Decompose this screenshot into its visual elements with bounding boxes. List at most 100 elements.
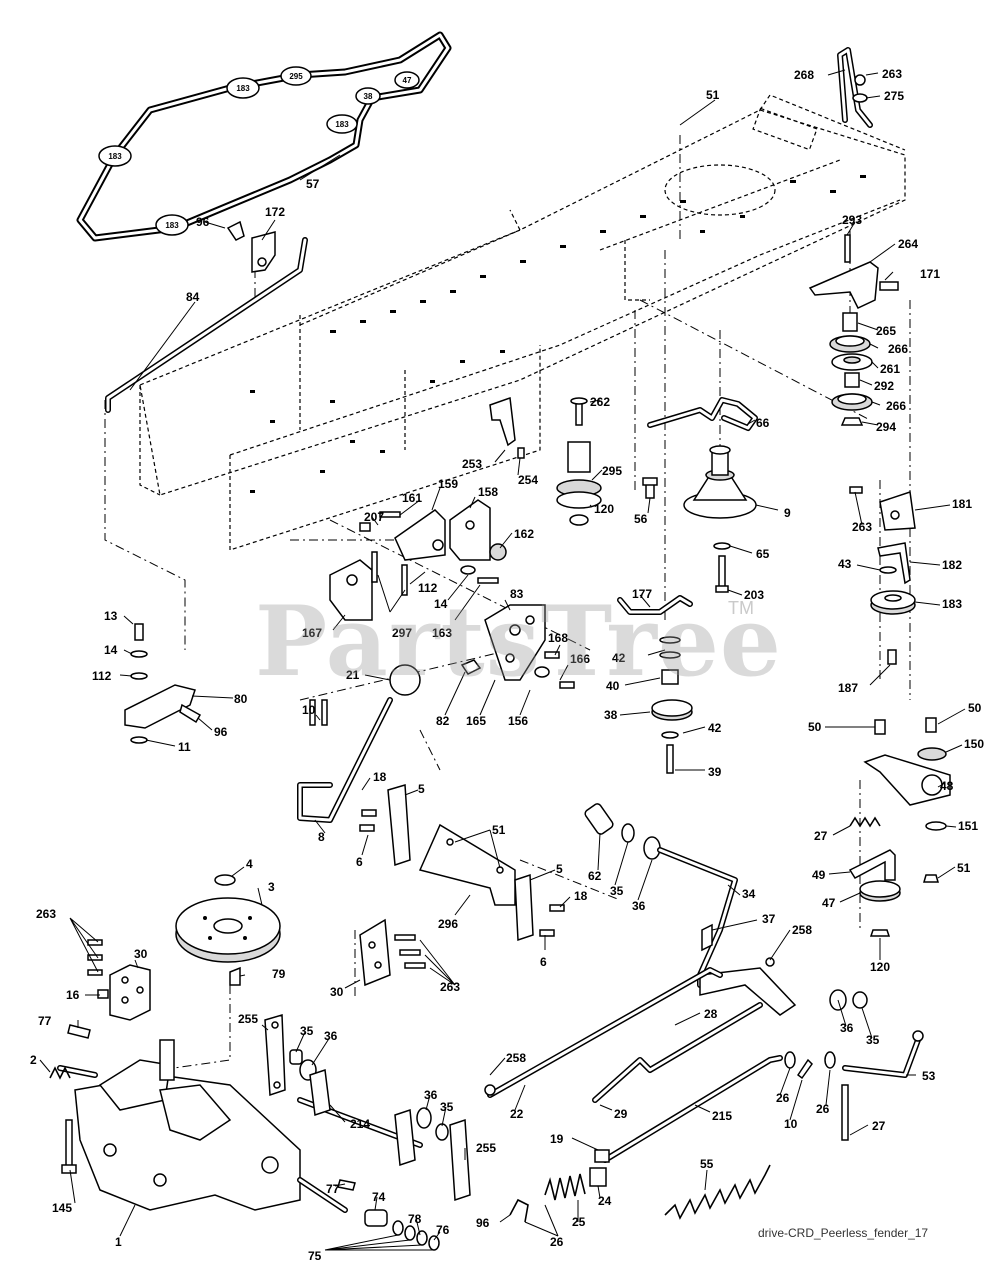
callout-11: 11 bbox=[178, 740, 191, 754]
callout-258: 258 bbox=[506, 1051, 526, 1065]
nut-51 bbox=[923, 874, 939, 883]
svg-text:295: 295 bbox=[289, 72, 303, 81]
callout-78: 78 bbox=[408, 1212, 422, 1226]
tractor-frame bbox=[139, 94, 906, 551]
spring-2 bbox=[49, 1066, 71, 1080]
callout-263: 263 bbox=[36, 907, 56, 921]
frame-holes bbox=[250, 175, 866, 493]
clip-82 bbox=[460, 659, 482, 675]
callout-39: 39 bbox=[708, 765, 722, 779]
callout-255: 255 bbox=[476, 1141, 496, 1155]
belt-pulley-marker: 183 bbox=[226, 77, 260, 99]
callout-24: 24 bbox=[598, 1194, 612, 1208]
callout-120: 120 bbox=[594, 502, 614, 516]
callout-35: 35 bbox=[610, 884, 624, 898]
callout-3: 3 bbox=[268, 880, 275, 894]
bracket-30-left bbox=[87, 939, 151, 1021]
callout-297: 297 bbox=[392, 626, 412, 640]
callout-30: 30 bbox=[134, 947, 148, 961]
callout-5: 5 bbox=[418, 782, 425, 796]
callout-35: 35 bbox=[866, 1033, 880, 1047]
callout-295: 295 bbox=[602, 464, 622, 478]
watermark: PartsTree bbox=[255, 585, 782, 698]
callout-35: 35 bbox=[440, 1100, 454, 1114]
rod-22 bbox=[484, 967, 723, 1098]
svg-text:183: 183 bbox=[165, 221, 179, 230]
callout-156: 156 bbox=[508, 714, 528, 728]
washers-26-10 bbox=[784, 1051, 836, 1080]
belt-pulley-marker: 47 bbox=[394, 71, 420, 89]
callout-163: 163 bbox=[432, 626, 452, 640]
callout-77: 77 bbox=[326, 1182, 340, 1196]
svg-text:38: 38 bbox=[364, 92, 373, 101]
variable-speed-pulley bbox=[683, 445, 757, 519]
callout-37: 37 bbox=[762, 912, 776, 926]
callout-262: 262 bbox=[590, 395, 610, 409]
callout-18: 18 bbox=[373, 770, 387, 784]
shift-bracket bbox=[226, 220, 276, 273]
plate-296 bbox=[418, 823, 516, 906]
bracket-167 bbox=[329, 559, 373, 621]
callout-151: 151 bbox=[958, 819, 978, 833]
bolt-56 bbox=[642, 477, 658, 499]
callout-55: 55 bbox=[700, 1157, 714, 1171]
callout-26: 26 bbox=[816, 1102, 830, 1116]
callout-53: 53 bbox=[922, 1069, 936, 1083]
belt-pulley-marker: 183 bbox=[326, 114, 358, 134]
callout-263: 263 bbox=[852, 520, 872, 534]
callout-47: 47 bbox=[822, 896, 836, 910]
belt-pulley-marker: 183 bbox=[98, 145, 132, 167]
callout-6: 6 bbox=[356, 855, 363, 869]
callout-29: 29 bbox=[614, 1107, 628, 1121]
callout-254: 254 bbox=[518, 473, 538, 487]
callout-182: 182 bbox=[942, 558, 962, 572]
callout-112: 112 bbox=[92, 669, 112, 683]
idler-bracket-182 bbox=[877, 542, 911, 585]
callout-2: 2 bbox=[30, 1053, 37, 1067]
arm-258 bbox=[699, 957, 797, 1016]
belt-pulley-marker: 183 bbox=[155, 214, 189, 236]
callout-13: 13 bbox=[104, 609, 118, 623]
callout-159: 159 bbox=[438, 477, 458, 491]
callout-65: 65 bbox=[756, 547, 770, 561]
callout-96: 96 bbox=[476, 1216, 490, 1230]
hairpin-clip bbox=[837, 47, 873, 128]
callout-14: 14 bbox=[104, 643, 118, 657]
bushing-74 bbox=[364, 1209, 388, 1227]
callout-27: 27 bbox=[872, 1119, 886, 1133]
bracket-253 bbox=[489, 396, 525, 459]
callout-51: 51 bbox=[706, 88, 720, 102]
bolt-27-bottom bbox=[841, 1084, 849, 1141]
callout-183: 183 bbox=[942, 597, 962, 611]
callout-labels: 57 96 172 84 51 268 263 275 293 264 171 … bbox=[30, 67, 984, 1263]
idler-pulley-stack bbox=[829, 312, 873, 426]
spring-27 bbox=[849, 816, 881, 828]
lever-plate-165 bbox=[484, 604, 546, 681]
callout-27: 27 bbox=[814, 829, 828, 843]
control-lever bbox=[297, 697, 393, 823]
callout-8: 8 bbox=[318, 830, 325, 844]
callout-26: 26 bbox=[776, 1091, 790, 1105]
bolt-203 bbox=[715, 555, 729, 593]
callout-292: 292 bbox=[874, 379, 894, 393]
callout-5: 5 bbox=[556, 862, 563, 876]
callout-25: 25 bbox=[572, 1215, 586, 1229]
bracket-49 bbox=[848, 849, 896, 881]
callout-56: 56 bbox=[634, 512, 648, 526]
callout-187: 187 bbox=[838, 681, 858, 695]
shift-rod bbox=[105, 237, 308, 413]
washer-65 bbox=[713, 542, 731, 550]
callout-14: 14 bbox=[434, 597, 448, 611]
callout-82: 82 bbox=[436, 714, 450, 728]
callout-177: 177 bbox=[632, 587, 652, 601]
callout-66: 66 bbox=[756, 416, 770, 430]
svg-text:183: 183 bbox=[335, 120, 349, 129]
callout-266: 266 bbox=[888, 342, 908, 356]
callout-21: 21 bbox=[346, 668, 360, 682]
callout-42: 42 bbox=[612, 651, 626, 665]
callout-264: 264 bbox=[898, 237, 918, 251]
washer-151 bbox=[925, 821, 947, 831]
bracket-5-right bbox=[514, 873, 565, 942]
callout-19: 19 bbox=[550, 1132, 564, 1146]
